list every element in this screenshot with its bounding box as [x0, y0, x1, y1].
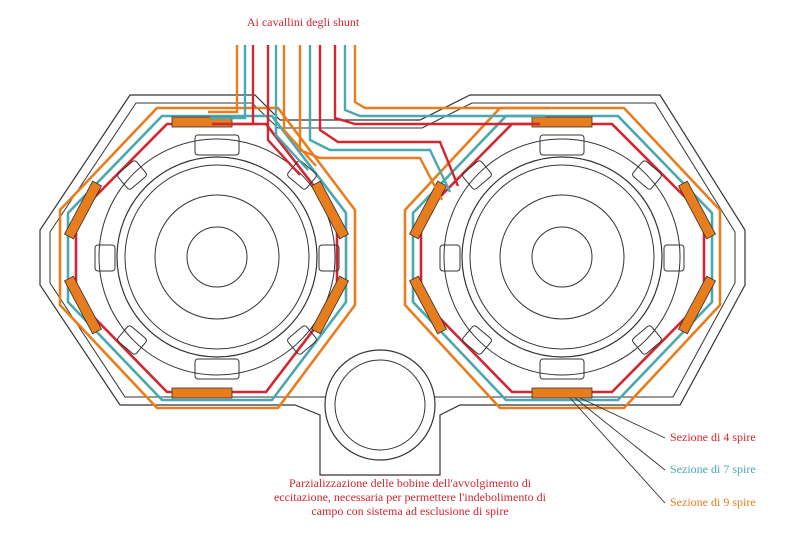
caption-line-2: eccitazione, necessaria per permettere l… [274, 490, 547, 504]
legend-4-spire: Sezione di 4 spire [670, 430, 756, 444]
shunt-leads [208, 45, 550, 201]
right-coil-orange [403, 106, 722, 410]
top-label: Ai cavallini degli shunt [247, 15, 360, 29]
caption-line-3: campo con sistema ad esclusione di spire [311, 504, 508, 518]
right-coil-red [419, 122, 706, 394]
legend-9-spire: Sezione di 9 spire [670, 495, 756, 509]
left-coil-teal [66, 114, 348, 402]
right-motor [403, 106, 722, 410]
legend-leader-lines [569, 397, 666, 504]
caption-line-1: Parzializzazione delle bobine dell'avvol… [289, 476, 532, 490]
left-motor [58, 106, 357, 410]
left-coil-orange [58, 106, 357, 410]
right-coil-teal [411, 114, 714, 402]
bottom-cavity [324, 349, 436, 461]
legend-7-spire: Sezione di 7 spire [670, 462, 756, 476]
left-coil-red [74, 122, 339, 394]
housing-outline [39, 94, 746, 476]
housing-inner-outline [49, 102, 736, 398]
